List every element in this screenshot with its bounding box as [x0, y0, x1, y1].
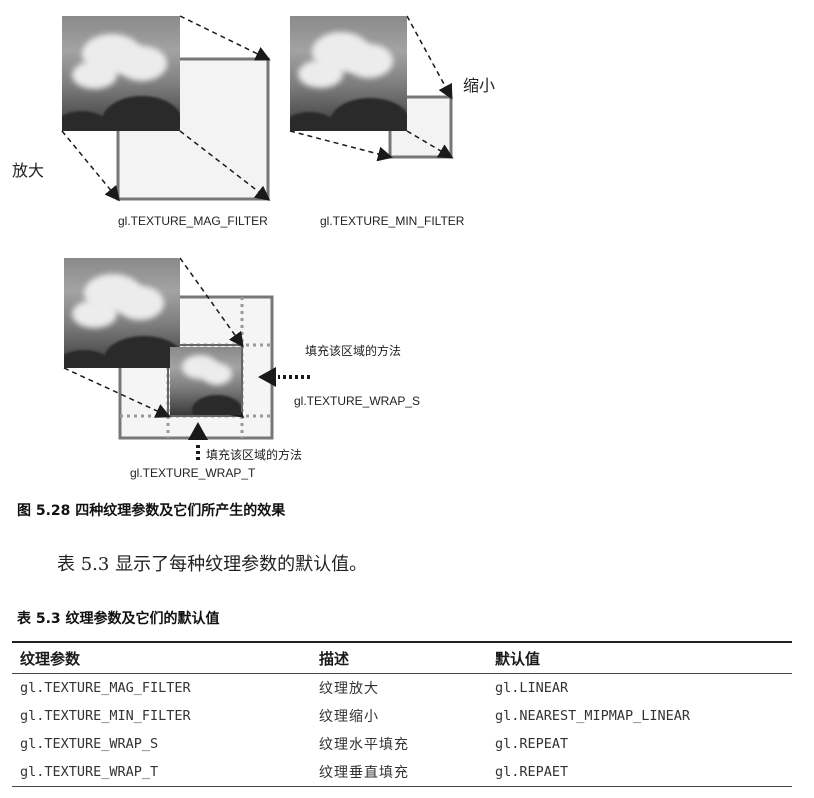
sky-photo-wrap-tile: [170, 347, 241, 415]
desc-cell: 纹理缩小: [319, 709, 379, 725]
default-cell: gl.REPAET: [495, 764, 569, 780]
param-cell: gl.TEXTURE_MAG_FILTER: [20, 680, 191, 696]
table-row: gl.TEXTURE_WRAP_S 纹理水平填充 gl.REPEAT: [12, 730, 792, 758]
desc-cell: 纹理水平填充: [319, 737, 409, 753]
minify-label: 缩小: [463, 76, 496, 95]
header-default: 默认值: [495, 650, 541, 668]
wrap-s-label: gl.TEXTURE_WRAP_S: [294, 394, 421, 408]
desc-cell: 纹理垂直填充: [319, 765, 409, 781]
fill-region-label-s: 填充该区域的方法: [305, 344, 402, 358]
fill-region-label-t: 填充该区域的方法: [206, 448, 303, 462]
header-param: 纹理参数: [20, 650, 81, 668]
body-paragraph: 表 5.3 显示了每种纹理参数的默认值。: [57, 554, 368, 575]
param-cell: gl.TEXTURE_MIN_FILTER: [20, 708, 191, 724]
table-row: gl.TEXTURE_WRAP_T 纹理垂直填充 gl.REPAET: [12, 758, 792, 787]
param-cell: gl.TEXTURE_WRAP_T: [20, 764, 159, 780]
figure-caption: 图 5.28 四种纹理参数及它们所产生的效果: [17, 503, 286, 519]
header-desc: 描述: [319, 650, 350, 668]
min-filter-label: gl.TEXTURE_MIN_FILTER: [320, 214, 465, 228]
param-cell: gl.TEXTURE_WRAP_S: [20, 736, 159, 752]
sky-photo-mag: [62, 16, 180, 131]
sky-photo-min: [290, 16, 407, 131]
sky-photo-wrap: [64, 258, 180, 368]
table-caption: 表 5.3 纹理参数及它们的默认值: [17, 611, 220, 627]
min-filter-frame: [289, 15, 454, 162]
desc-cell: 纹理放大: [319, 681, 379, 697]
table-row: gl.TEXTURE_MIN_FILTER 纹理缩小 gl.NEAREST_MI…: [12, 702, 792, 730]
table-header-row: 纹理参数 描述 默认值: [12, 642, 792, 674]
table-row: gl.TEXTURE_MAG_FILTER 纹理放大 gl.LINEAR: [12, 674, 792, 703]
defaults-table: 纹理参数 描述 默认值 gl.TEXTURE_MAG_FILTER 纹理放大 g…: [12, 641, 792, 787]
mag-filter-label: gl.TEXTURE_MAG_FILTER: [118, 214, 268, 228]
default-cell: gl.REPEAT: [495, 736, 569, 752]
magnify-label: 放大: [12, 161, 45, 180]
default-cell: gl.NEAREST_MIPMAP_LINEAR: [495, 708, 691, 724]
default-cell: gl.LINEAR: [495, 680, 569, 696]
wrap-t-label: gl.TEXTURE_WRAP_T: [130, 466, 256, 480]
